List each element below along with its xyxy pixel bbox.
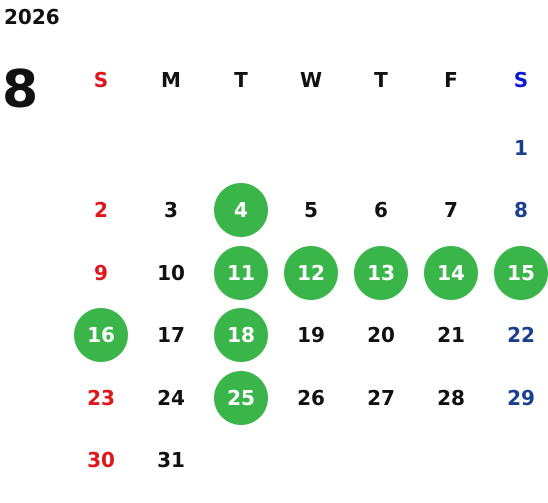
- day-cell[interactable]: 2: [66, 182, 136, 238]
- day-cell[interactable]: 11: [206, 245, 276, 301]
- day-number-highlighted: 16: [74, 308, 128, 363]
- day-number: 10: [157, 260, 185, 285]
- year-label: 2026: [4, 5, 60, 29]
- day-cell[interactable]: 24: [136, 370, 206, 426]
- day-number-highlighted: 14: [424, 245, 478, 300]
- day-number: 9: [94, 260, 108, 285]
- day-number: 22: [507, 323, 535, 348]
- day-cell[interactable]: 20: [346, 307, 416, 363]
- weekday-monday: M: [161, 68, 181, 92]
- day-number: 29: [507, 385, 535, 410]
- day-number: 6: [374, 198, 388, 223]
- day-cell[interactable]: 19: [276, 307, 346, 363]
- day-cell[interactable]: 3: [136, 182, 206, 238]
- weekday-wednesday: W: [299, 68, 323, 92]
- day-number: 26: [297, 385, 325, 410]
- day-number-highlighted: 18: [214, 308, 268, 363]
- day-cell[interactable]: 26: [276, 370, 346, 426]
- day-cell[interactable]: 16: [66, 307, 136, 363]
- day-cell[interactable]: 25: [206, 370, 276, 426]
- weekday-header-row: S M T W T F S: [66, 62, 546, 98]
- day-cell[interactable]: 28: [416, 370, 486, 426]
- day-cell[interactable]: 31: [136, 432, 206, 488]
- day-cell[interactable]: 8: [486, 182, 548, 238]
- day-number: 5: [304, 198, 318, 223]
- day-cell[interactable]: 21: [416, 307, 486, 363]
- day-number: 7: [444, 198, 458, 223]
- day-cell[interactable]: 30: [66, 432, 136, 488]
- weekday-sunday: S: [93, 68, 109, 92]
- day-number: 8: [514, 198, 528, 223]
- day-number: 23: [87, 385, 115, 410]
- day-number: 27: [367, 385, 395, 410]
- day-number: 3: [164, 198, 178, 223]
- day-number: 30: [87, 448, 115, 472]
- day-number: 19: [297, 323, 325, 348]
- weekday-friday: F: [444, 68, 458, 92]
- day-cell[interactable]: 4: [206, 182, 276, 238]
- day-cell[interactable]: 10: [136, 245, 206, 301]
- day-cell[interactable]: 7: [416, 182, 486, 238]
- day-number: 17: [157, 323, 185, 348]
- day-number-highlighted: 4: [214, 183, 268, 238]
- day-cell[interactable]: 29: [486, 370, 548, 426]
- day-cell[interactable]: 23: [66, 370, 136, 426]
- day-cell[interactable]: 14: [416, 245, 486, 301]
- day-number-highlighted: 13: [354, 245, 408, 300]
- day-cell[interactable]: 12: [276, 245, 346, 301]
- day-number: 28: [437, 385, 465, 410]
- day-cell[interactable]: 17: [136, 307, 206, 363]
- day-cell[interactable]: 1: [486, 120, 548, 176]
- weekday-thursday: T: [374, 68, 388, 92]
- day-cell[interactable]: 9: [66, 245, 136, 301]
- day-cell[interactable]: 6: [346, 182, 416, 238]
- day-number-highlighted: 15: [494, 245, 548, 300]
- day-number-highlighted: 25: [214, 370, 268, 425]
- day-number: 31: [157, 448, 185, 472]
- day-cell[interactable]: 13: [346, 245, 416, 301]
- day-cell[interactable]: 15: [486, 245, 548, 301]
- weekday-tuesday: T: [234, 68, 248, 92]
- day-cell[interactable]: 22: [486, 307, 548, 363]
- month-label: 8: [2, 60, 39, 120]
- day-number-highlighted: 11: [214, 245, 268, 300]
- day-number: 2: [94, 198, 108, 223]
- day-number: 24: [157, 385, 185, 410]
- day-number: 20: [367, 323, 395, 348]
- day-cell[interactable]: 5: [276, 182, 346, 238]
- day-number: 1: [514, 136, 528, 160]
- day-cell[interactable]: 27: [346, 370, 416, 426]
- day-number-highlighted: 12: [284, 245, 338, 300]
- day-number: 21: [437, 323, 465, 348]
- weekday-saturday: S: [513, 68, 529, 92]
- day-cell[interactable]: 18: [206, 307, 276, 363]
